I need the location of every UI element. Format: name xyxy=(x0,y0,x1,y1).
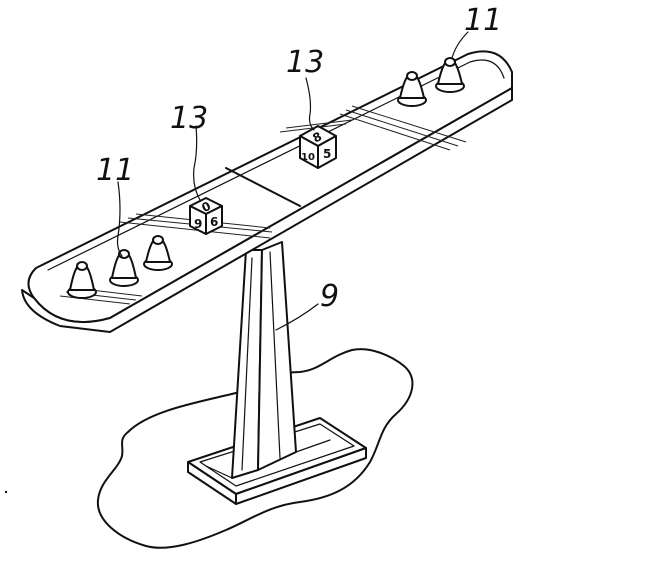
stand-post xyxy=(205,241,331,479)
label-stand: 9 xyxy=(320,279,339,314)
label-die-left: 13 xyxy=(170,101,208,136)
die-left-left-digit: 9 xyxy=(194,217,202,231)
label-die-right: 13 xyxy=(286,45,324,80)
game-piece xyxy=(143,235,173,271)
label-pieces-left: 11 xyxy=(96,153,134,188)
game-piece xyxy=(435,57,465,93)
die-left-right-digit: 6 xyxy=(210,215,218,229)
die-right: 8 10 5 xyxy=(299,125,337,169)
leader-line-pieces-right xyxy=(451,31,469,59)
game-piece xyxy=(109,249,139,287)
die-right-right-digit: 5 xyxy=(323,147,331,161)
game-piece xyxy=(67,261,97,299)
game-pieces-right xyxy=(397,57,465,107)
die-left: 0 9 6 xyxy=(189,197,223,235)
leader-line-die-left xyxy=(193,125,201,201)
leader-line-stand xyxy=(275,303,319,331)
leader-line-pieces-left xyxy=(116,181,123,257)
game-pieces-left xyxy=(67,235,173,299)
label-pieces-right: 11 xyxy=(464,3,502,38)
game-piece xyxy=(397,71,427,107)
stray-mark xyxy=(4,490,8,494)
die-right-left-digit: 10 xyxy=(301,152,315,163)
leader-line-die-right xyxy=(305,77,315,131)
